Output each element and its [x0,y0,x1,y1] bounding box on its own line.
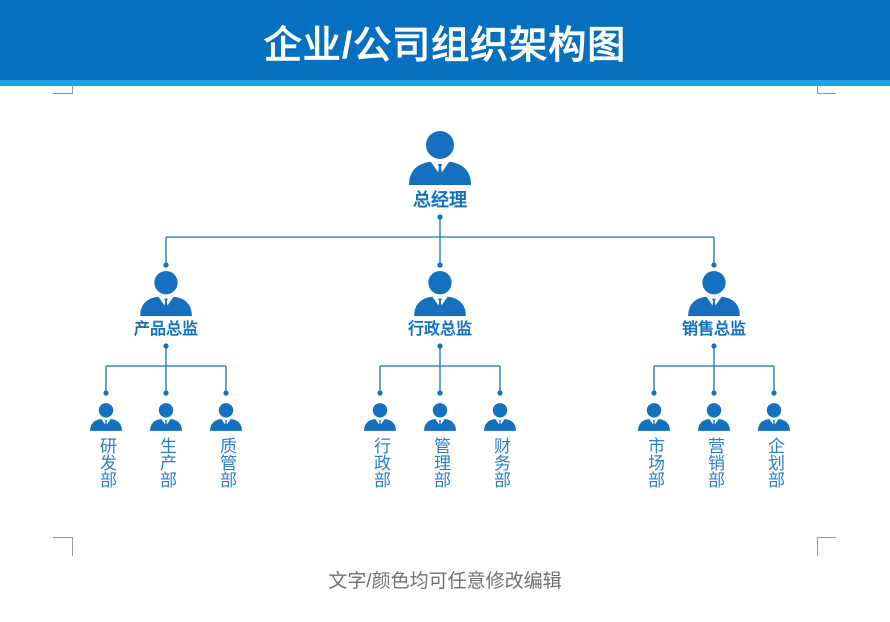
person-icon [424,403,456,431]
connector-dot-admin [437,262,443,268]
department-label: 研发部 [97,437,116,488]
department-label: 企划部 [765,437,784,488]
person-icon [638,403,670,431]
department-label: 市场部 [645,437,664,488]
footer-note: 文字/颜色均可任意修改编辑 [328,571,562,592]
connector-dot-product [163,262,169,268]
node-label: 销售总监 [681,321,746,338]
connector-dot [103,390,109,396]
department-label: 质管部 [217,437,236,488]
person-icon [364,403,396,431]
connector-dot [223,390,229,396]
page-title: 企业/公司组织架构图 [263,25,627,67]
person-icon [409,131,471,185]
person-icon [140,271,192,316]
node-label: 行政总监 [407,321,472,338]
crop-mark-top-left [53,86,73,94]
person-icon [688,271,740,316]
person-icon [150,403,182,431]
node-label: 产品总监 [133,321,198,338]
department-label: 管理部 [431,437,450,488]
connector-dot [163,390,169,396]
person-icon [698,403,730,431]
department-label: 财务部 [491,437,510,488]
person-icon [484,403,516,431]
title-accent-stripe [0,80,890,86]
crop-mark-bottom-left [53,537,73,556]
crop-mark-top-right [817,86,836,94]
connector-dot [711,343,717,349]
person-icon [414,271,466,316]
connector-dot [437,390,443,396]
connector-dot [437,343,443,349]
connector-dot [497,390,503,396]
department-label: 营销部 [705,437,724,488]
connector-dot [771,390,777,396]
connector-dot [651,390,657,396]
person-icon [210,403,242,431]
connector-dot [377,390,383,396]
node-label: 总经理 [413,190,467,210]
connector-dot [711,390,717,396]
department-label: 行政部 [371,437,390,488]
connector-dot-sales [711,262,717,268]
connector-dot-root [437,214,443,220]
connector-dot [163,343,169,349]
person-icon [90,403,122,431]
person-icon [758,403,790,431]
title-banner: 企业/公司组织架构图 [0,0,890,80]
department-label: 生产部 [157,437,176,488]
crop-mark-bottom-right [817,537,836,556]
